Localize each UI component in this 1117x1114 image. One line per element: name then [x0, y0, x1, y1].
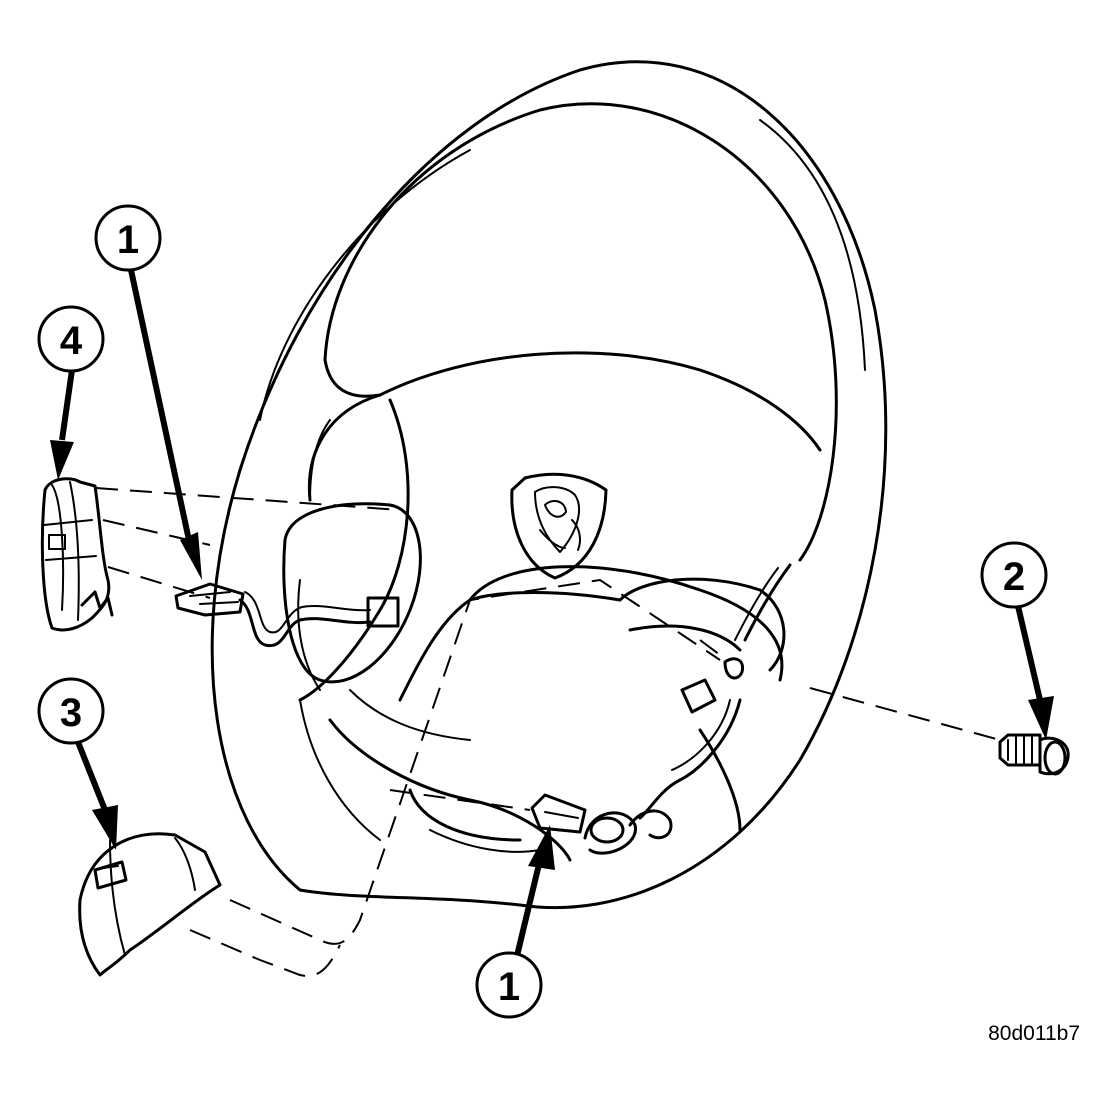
- callout-3: 3: [37, 677, 105, 745]
- wheel-rim-shading: [259, 119, 866, 841]
- figure-code: 80d011b7: [988, 1022, 1080, 1045]
- callout-3-label: 3: [60, 691, 82, 735]
- wire-harness-right: [638, 563, 792, 820]
- wire-harness-right-inner: [671, 567, 779, 771]
- wire-ring: [589, 816, 625, 844]
- switch-part-3: [78, 832, 222, 977]
- clip-bottom: [530, 793, 587, 834]
- left-opening: [282, 502, 422, 684]
- wire-connector-right: [680, 678, 717, 714]
- hub-pad: [298, 398, 784, 702]
- screw-part-2: [998, 733, 1070, 776]
- assembly-lines: [95, 487, 1001, 977]
- callout-2: 2: [980, 541, 1048, 609]
- screw-boss-right: [723, 657, 745, 680]
- callout-1-top-label: 1: [117, 218, 139, 262]
- switch-4-button: [48, 534, 66, 550]
- clip-left-detail: [189, 591, 239, 605]
- callout-1-top: 1: [94, 204, 162, 272]
- wire-harness-left-inner: [244, 591, 371, 634]
- callout-4-label: 4: [60, 319, 83, 363]
- callout-1-bottom-label: 1: [498, 965, 520, 1009]
- wire-loop-bottom: [583, 809, 673, 855]
- clip-bottom-detail: [544, 811, 579, 819]
- ram-logo-icon: [510, 472, 608, 580]
- wire-connector-left: [366, 596, 400, 628]
- callout-1-bottom: 1: [475, 951, 543, 1019]
- wheel-rim-outer: [210, 60, 888, 910]
- right-opening: [618, 577, 786, 672]
- wire-left-up: [309, 419, 331, 501]
- wheel-rim-inner: [323, 102, 838, 562]
- steering-wheel: [174, 60, 888, 910]
- wire-harness-left: [238, 598, 372, 648]
- lower-spoke-shading: [297, 579, 541, 853]
- switch-3-button: [93, 860, 128, 890]
- clip-left: [174, 582, 245, 617]
- callout-4: 4: [37, 305, 105, 373]
- hub-upper: [323, 351, 822, 452]
- callout-2-label: 2: [1003, 555, 1025, 599]
- switch-part-4: [40, 477, 114, 632]
- lower-spoke: [328, 718, 742, 862]
- hub-body: [307, 393, 622, 702]
- callout-arrows: [50, 269, 1054, 961]
